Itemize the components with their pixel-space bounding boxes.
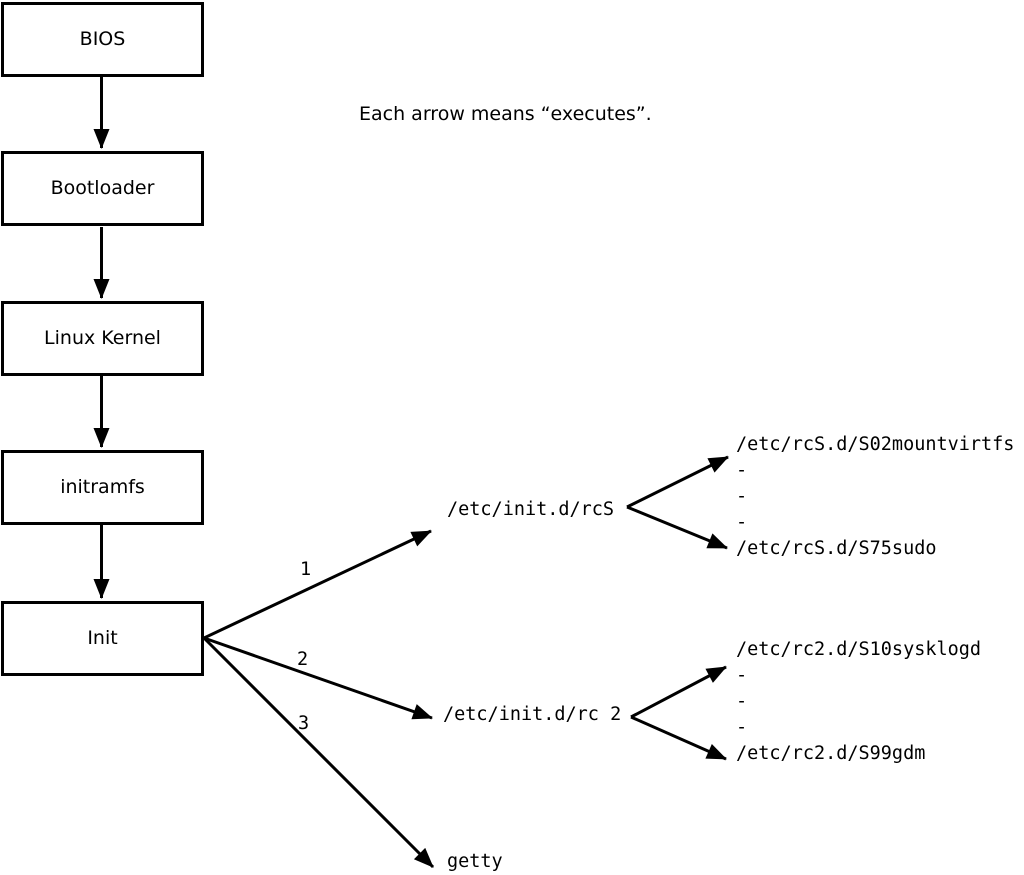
rc2-script-list: /etc/rc2.d/S10sysklogd - - - /etc/rc2.d/… [736, 637, 981, 767]
rcS-script-ellipsis-dash: - [736, 460, 748, 481]
rc2-script-first: /etc/rc2.d/S10sysklogd [736, 639, 982, 660]
rc2-script-ellipsis-dash: - [736, 665, 748, 686]
rcS-script-last: /etc/rcS.d/S75sudo [736, 538, 937, 559]
rcS-script-list: /etc/rcS.d/S02mountvirtfs - - - /etc/rcS… [736, 432, 1014, 562]
box-linux-kernel: Linux Kernel [1, 301, 204, 376]
box-bootloader: Bootloader [1, 151, 204, 226]
rcS-script-first: /etc/rcS.d/S02mountvirtfs [736, 434, 1015, 455]
rc2-script-ellipsis-dash: - [736, 691, 748, 712]
arrow-rc2-to-first-script [630, 665, 727, 719]
arrow-rcS-to-last-script [626, 505, 728, 550]
rcS-script-ellipsis-dash: - [736, 486, 748, 507]
box-init: Init [1, 601, 204, 676]
target-rc2: /etc/init.d/rc 2 [443, 704, 622, 725]
box-bios-label: BIOS [79, 28, 126, 50]
box-bios: BIOS [1, 2, 204, 77]
arrow-rc2-to-last-script [630, 715, 727, 761]
box-init-label: Init [87, 627, 118, 649]
box-initramfs: initramfs [1, 450, 204, 525]
edge-label-1: 1 [300, 559, 312, 580]
arrow-init-to-rc2 [203, 636, 433, 720]
edge-label-3: 3 [298, 713, 310, 734]
box-linux-kernel-label: Linux Kernel [44, 327, 161, 349]
arrow-init-to-rcS [203, 529, 432, 640]
box-initramfs-label: initramfs [60, 476, 145, 498]
box-bootloader-label: Bootloader [50, 177, 155, 199]
legend-note: Each arrow means “executes”. [359, 103, 652, 125]
arrow-rcS-to-first-script [626, 455, 729, 509]
rc2-script-ellipsis-dash: - [736, 717, 748, 738]
arrow-init-to-getty [202, 636, 435, 869]
edge-label-2: 2 [297, 649, 309, 670]
rc2-script-last: /etc/rc2.d/S99gdm [736, 743, 926, 764]
rcS-script-ellipsis-dash: - [736, 512, 748, 533]
target-rcS: /etc/init.d/rcS [447, 499, 615, 520]
target-getty: getty [447, 851, 503, 872]
